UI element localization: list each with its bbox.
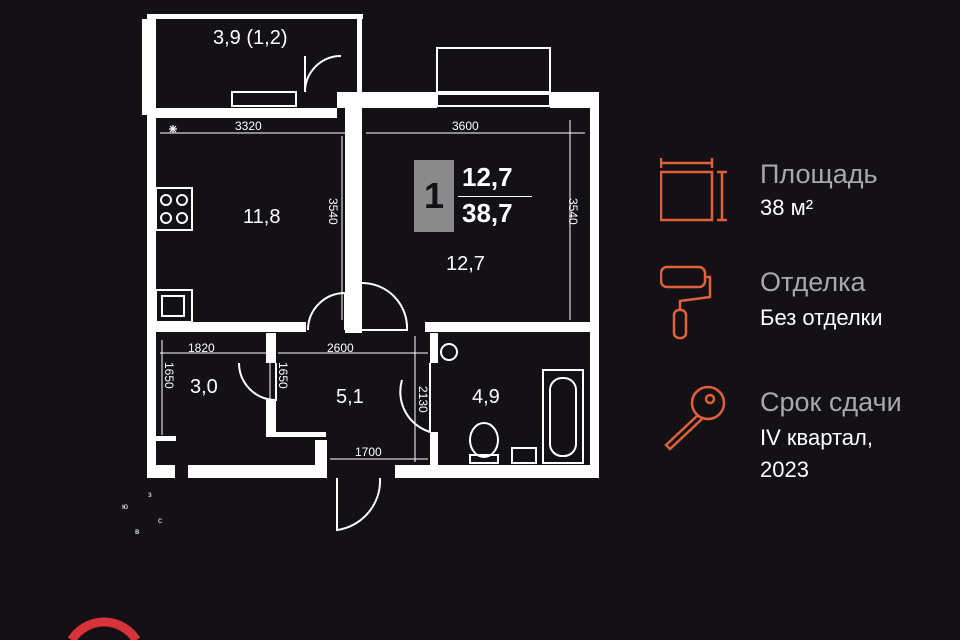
apartment-badge: 1 12,7 38,7 xyxy=(414,160,532,232)
living-area: 12,7 xyxy=(462,162,513,192)
room-area-room: 12,7 xyxy=(446,253,485,275)
dimension-label: 3540 xyxy=(326,198,340,225)
paint-roller-icon xyxy=(660,265,712,340)
dimension-label: 1650 xyxy=(276,362,290,389)
finish-value: Без отделки xyxy=(760,305,883,330)
compass-north: з xyxy=(148,490,152,499)
finish-title: Отделка xyxy=(760,267,866,297)
dimension-label: 1820 xyxy=(188,341,215,355)
compass-west: ю xyxy=(122,502,128,511)
dimension-label: 3320 xyxy=(235,119,262,133)
dimension-label: 2600 xyxy=(327,341,354,355)
compass-east: с xyxy=(158,516,162,525)
dimension-label: 1650 xyxy=(162,362,176,389)
dimension-label: 2130 xyxy=(416,386,430,413)
dimension-label: 3540 xyxy=(566,198,580,225)
total-area: 38,7 xyxy=(462,198,513,228)
badge-divider xyxy=(458,196,532,197)
delivery-year: 2023 xyxy=(760,457,809,482)
area-title: Площадь xyxy=(760,159,878,189)
delivery-title: Срок сдачи xyxy=(760,387,902,417)
key-icon xyxy=(664,385,726,451)
area-value: 38 м² xyxy=(760,195,814,220)
room-area-bath: 4,9 xyxy=(472,386,500,408)
logo-circle xyxy=(67,617,141,640)
area-icon xyxy=(660,158,727,222)
room-area-hall: 5,1 xyxy=(336,386,364,408)
room-area-balcony: 3,9 (1,2) xyxy=(213,27,288,49)
delivery-value: IV квартал, xyxy=(760,425,873,450)
room-area-kitchen: 11,8 xyxy=(243,206,281,228)
room-area-storage: 3,0 xyxy=(190,376,218,398)
dimension-label: 1700 xyxy=(355,445,382,459)
compass-south: в xyxy=(135,527,140,536)
room-count: 1 xyxy=(414,160,454,232)
dimension-label: 3600 xyxy=(452,119,479,133)
